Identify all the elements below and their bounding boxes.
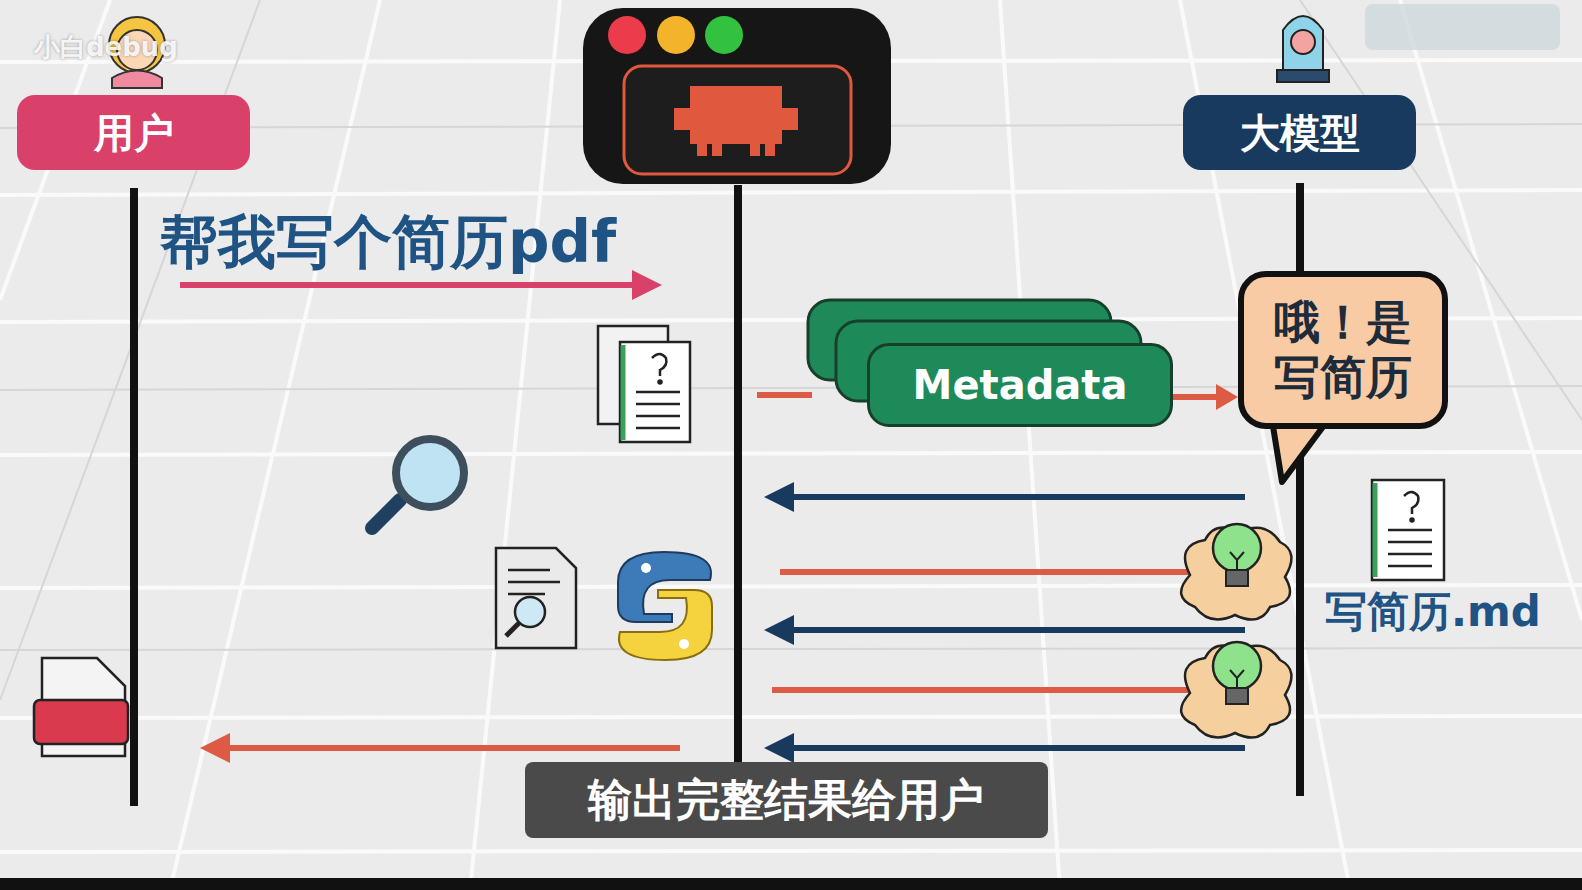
watermark: 小白debug <box>34 30 178 65</box>
lane-header: 大模型 <box>1183 95 1416 170</box>
lane-header: 用户 <box>17 95 250 170</box>
caption: 输出完整结果给用户 <box>588 771 984 830</box>
speech-bubble: 哦！是 写简历 <box>1238 271 1448 429</box>
node-text: Metadata <box>913 361 1128 409</box>
node-text: 哦！是 写简历 <box>1269 295 1416 405</box>
message-arrow <box>1173 384 1238 410</box>
message-label: 帮我写个简历pdf <box>160 204 616 282</box>
node-text: 大模型 <box>1240 109 1360 157</box>
metadata-card: Metadata <box>867 343 1173 427</box>
node-text: 用户 <box>94 109 174 157</box>
file-label: 写简历.md <box>1325 584 1541 640</box>
